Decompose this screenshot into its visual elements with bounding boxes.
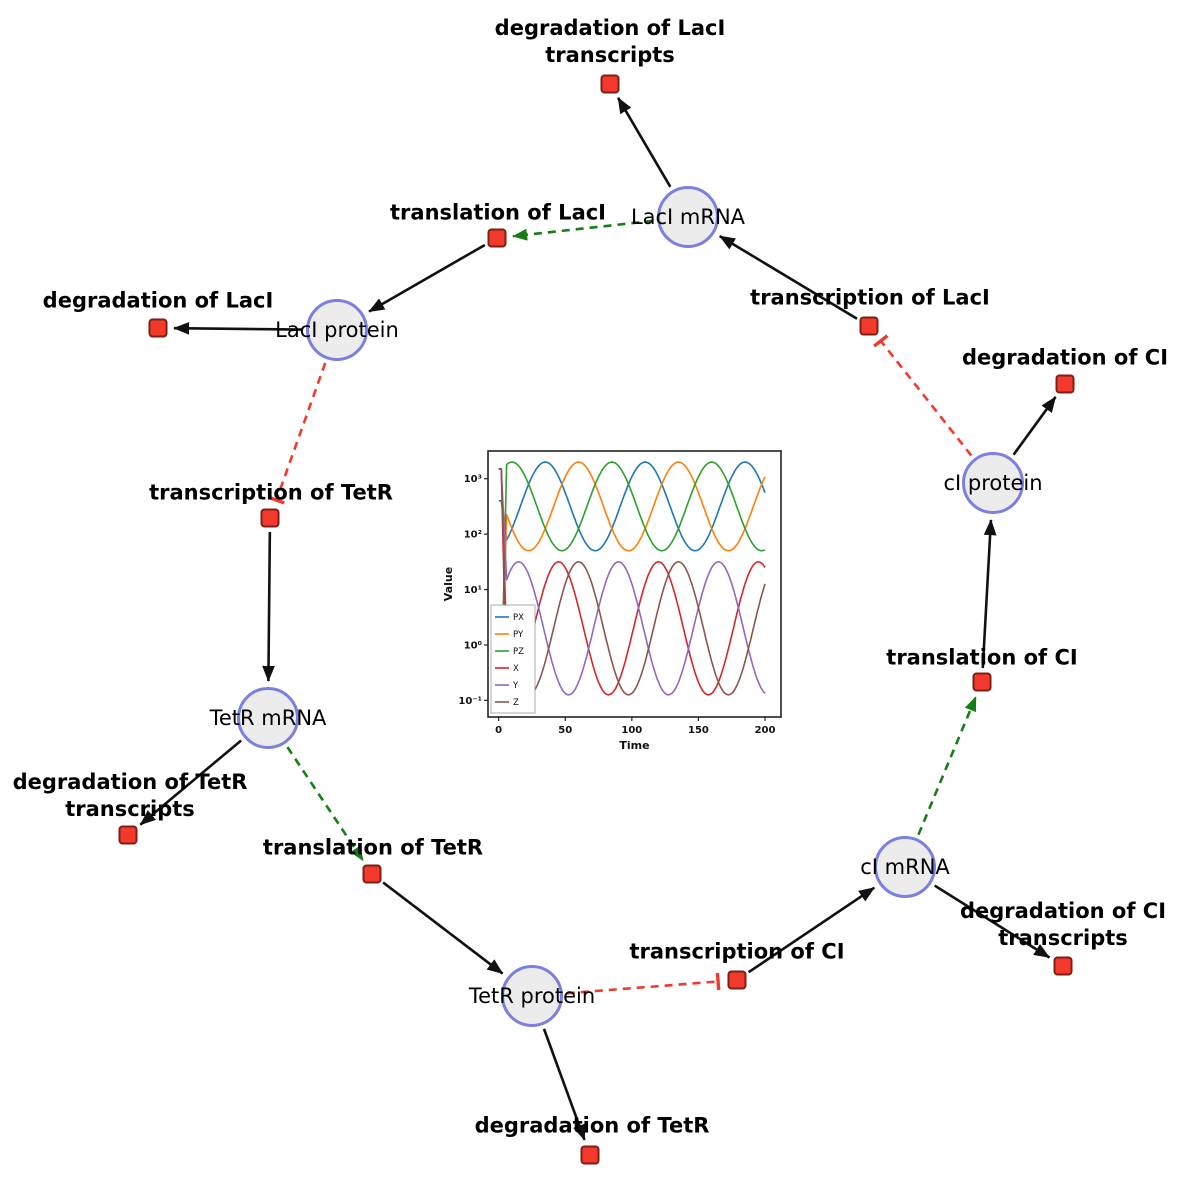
reaction-node-transcription_laci[interactable] [859, 316, 879, 336]
edge-inhibition [873, 334, 973, 457]
edge-modifier [512, 219, 654, 241]
series-PX [498, 461, 766, 552]
svg-text:200: 200 [755, 725, 776, 736]
species-node-laci_protein[interactable] [306, 299, 368, 361]
y-axis-label: Value [442, 567, 455, 601]
species-label-laci_protein: LacI protein [275, 318, 399, 342]
edge-production [368, 243, 486, 313]
reaction-node-deg_laci_transcripts[interactable] [600, 74, 620, 94]
x-axis-label: Time [619, 739, 649, 752]
legend-label-Y: Y [512, 681, 519, 691]
reaction-label-deg_tetr: degradation of TetR [474, 1113, 710, 1138]
legend-label-PY: PY [513, 630, 524, 640]
edge-consumption [542, 1028, 586, 1141]
reaction-node-deg_tetr[interactable] [580, 1145, 600, 1165]
reaction-node-translation_ci[interactable] [972, 672, 992, 692]
species-node-laci_mrna[interactable] [657, 186, 719, 248]
svg-text:10³: 10³ [464, 474, 482, 485]
series-Y [498, 468, 766, 696]
edge-consumption [139, 739, 242, 826]
species-label-ci_mrna: cI mRNA [860, 855, 950, 879]
reaction-node-deg_tetr_transcripts[interactable] [118, 825, 138, 845]
svg-text:150: 150 [688, 725, 709, 736]
reaction-label-transcription_tetr: transcription of TetR [149, 480, 393, 505]
svg-text:0: 0 [495, 725, 502, 736]
reaction-label-transcription_ci: transcription of CI [629, 939, 845, 964]
species-node-ci_protein[interactable] [962, 452, 1024, 514]
series-PZ [498, 461, 766, 692]
reaction-label-translation_tetr: translation of TetR [262, 835, 484, 860]
svg-text:100: 100 [621, 725, 642, 736]
edge-consumption [173, 321, 303, 335]
legend-label-X: X [513, 664, 519, 674]
edge-production [981, 519, 997, 669]
edge-consumption [1012, 396, 1057, 456]
svg-text:50: 50 [558, 725, 572, 736]
reaction-node-transcription_tetr[interactable] [260, 508, 280, 528]
svg-text:10⁻¹: 10⁻¹ [458, 696, 482, 707]
reaction-node-translation_tetr[interactable] [362, 864, 382, 884]
series-PY [498, 461, 766, 692]
reaction-label-transcription_laci: transcription of LacI [750, 285, 990, 310]
reaction-label-translation_laci: translation of LacI [390, 200, 606, 225]
reaction-node-deg_ci_transcripts[interactable] [1053, 956, 1073, 976]
reaction-label-translation_ci: translation of CI [886, 645, 1078, 670]
species-node-ci_mrna[interactable] [874, 836, 936, 898]
edge-consumption [933, 884, 1051, 959]
edge-modifier [917, 696, 978, 836]
species-label-tetr_mrna: TetR mRNA [209, 706, 327, 730]
edge-modifier [286, 746, 365, 862]
reaction-node-transcription_ci[interactable] [727, 970, 747, 990]
species-label-tetr_protein: TetR protein [468, 984, 596, 1008]
reaction-node-deg_ci[interactable] [1055, 374, 1075, 394]
edge-production [382, 881, 504, 975]
edge-production [262, 531, 275, 682]
reaction-node-translation_laci[interactable] [487, 228, 507, 248]
edge-production [719, 234, 858, 320]
species-node-tetr_mrna[interactable] [237, 687, 299, 749]
legend-label-PZ: PZ [513, 647, 524, 657]
series-Z [498, 468, 766, 696]
edge-production [747, 886, 876, 974]
edge-inhibition [267, 362, 327, 505]
species-label-ci_protein: cI protein [943, 471, 1043, 495]
edge-inhibition [566, 972, 721, 995]
svg-text:10²: 10² [464, 530, 482, 541]
edge-consumption [616, 97, 672, 188]
reaction-node-deg_laci[interactable] [148, 318, 168, 338]
legend-label-Z: Z [513, 698, 519, 708]
reaction-label-deg_ci: degradation of CI [961, 345, 1169, 370]
species-label-laci_mrna: LacI mRNA [630, 205, 746, 229]
reaction-label-deg_laci: degradation of LacI [42, 288, 274, 313]
svg-text:10¹: 10¹ [464, 585, 482, 596]
svg-text:10⁰: 10⁰ [464, 640, 482, 651]
legend-box [490, 604, 536, 714]
series-X [498, 468, 766, 696]
legend-label-PX: PX [513, 613, 524, 623]
species-node-tetr_protein[interactable] [501, 965, 563, 1027]
